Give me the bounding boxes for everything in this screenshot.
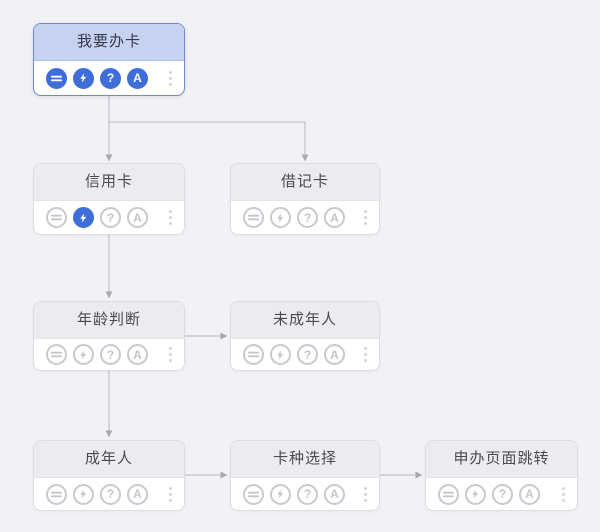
node-title: 借记卡: [231, 164, 379, 201]
node-toolbar: ? A: [231, 478, 379, 510]
help-icon[interactable]: ?: [297, 483, 318, 505]
list-icon[interactable]: [46, 67, 67, 89]
annotation-icon[interactable]: A: [324, 344, 345, 365]
flow-node-debit-card[interactable]: 借记卡 ? A: [230, 163, 380, 235]
flow-node-card-type-select[interactable]: 卡种选择 ? A: [230, 440, 380, 511]
flow-node-minor[interactable]: 未成年人 ? A: [230, 301, 380, 371]
edge-apply-to-debit: [109, 121, 309, 162]
flow-node-application-redirect[interactable]: 申办页面跳转 ? A: [425, 440, 578, 511]
annotation-icon[interactable]: A: [324, 207, 345, 228]
lightning-icon[interactable]: [465, 483, 486, 505]
annotation-icon[interactable]: A: [127, 483, 148, 505]
node-toolbar: ? A: [34, 478, 184, 510]
node-title: 信用卡: [34, 164, 184, 201]
node-title: 成年人: [34, 441, 184, 478]
node-toolbar: ? A: [34, 339, 184, 370]
help-icon[interactable]: ?: [297, 344, 318, 365]
lightning-icon[interactable]: [270, 344, 291, 365]
help-icon[interactable]: ?: [100, 344, 121, 365]
more-options-icon[interactable]: [364, 486, 367, 490]
node-title: 年龄判断: [34, 302, 184, 339]
lightning-icon[interactable]: [73, 344, 94, 365]
help-icon[interactable]: ?: [100, 483, 121, 505]
more-options-icon[interactable]: [562, 486, 565, 490]
more-options-icon[interactable]: [169, 70, 172, 74]
help-icon[interactable]: ?: [100, 67, 121, 89]
flow-node-credit-card[interactable]: 信用卡 ? A: [33, 163, 185, 235]
lightning-icon[interactable]: [73, 207, 94, 228]
flow-node-adult[interactable]: 成年人 ? A: [33, 440, 185, 511]
list-icon[interactable]: [243, 207, 264, 228]
annotation-icon[interactable]: A: [127, 67, 148, 89]
node-toolbar: ? A: [34, 61, 184, 95]
node-toolbar: ? A: [34, 201, 184, 234]
help-icon[interactable]: ?: [297, 207, 318, 228]
node-title: 我要办卡: [34, 24, 184, 61]
annotation-icon[interactable]: A: [519, 483, 540, 505]
annotation-icon[interactable]: A: [127, 207, 148, 228]
annotation-icon[interactable]: A: [127, 344, 148, 365]
list-icon[interactable]: [46, 344, 67, 365]
node-toolbar: ? A: [231, 339, 379, 370]
flow-node-apply-card[interactable]: 我要办卡 ? A: [33, 23, 185, 96]
more-options-icon[interactable]: [169, 210, 172, 213]
more-options-icon[interactable]: [169, 486, 172, 490]
lightning-icon[interactable]: [270, 207, 291, 228]
annotation-icon[interactable]: A: [324, 483, 345, 505]
list-icon[interactable]: [243, 344, 264, 365]
node-toolbar: ? A: [231, 201, 379, 234]
list-icon[interactable]: [243, 483, 264, 505]
lightning-icon[interactable]: [73, 67, 94, 89]
node-title: 申办页面跳转: [426, 441, 577, 478]
more-options-icon[interactable]: [364, 210, 367, 213]
lightning-icon[interactable]: [270, 483, 291, 505]
list-icon[interactable]: [46, 483, 67, 505]
node-title: 未成年人: [231, 302, 379, 339]
more-options-icon[interactable]: [364, 347, 367, 350]
node-title: 卡种选择: [231, 441, 379, 478]
lightning-icon[interactable]: [73, 483, 94, 505]
flow-node-age-check[interactable]: 年龄判断 ? A: [33, 301, 185, 371]
list-icon[interactable]: [46, 207, 67, 228]
help-icon[interactable]: ?: [100, 207, 121, 228]
list-icon[interactable]: [438, 483, 459, 505]
help-icon[interactable]: ?: [492, 483, 513, 505]
more-options-icon[interactable]: [169, 347, 172, 350]
node-toolbar: ? A: [426, 478, 577, 510]
